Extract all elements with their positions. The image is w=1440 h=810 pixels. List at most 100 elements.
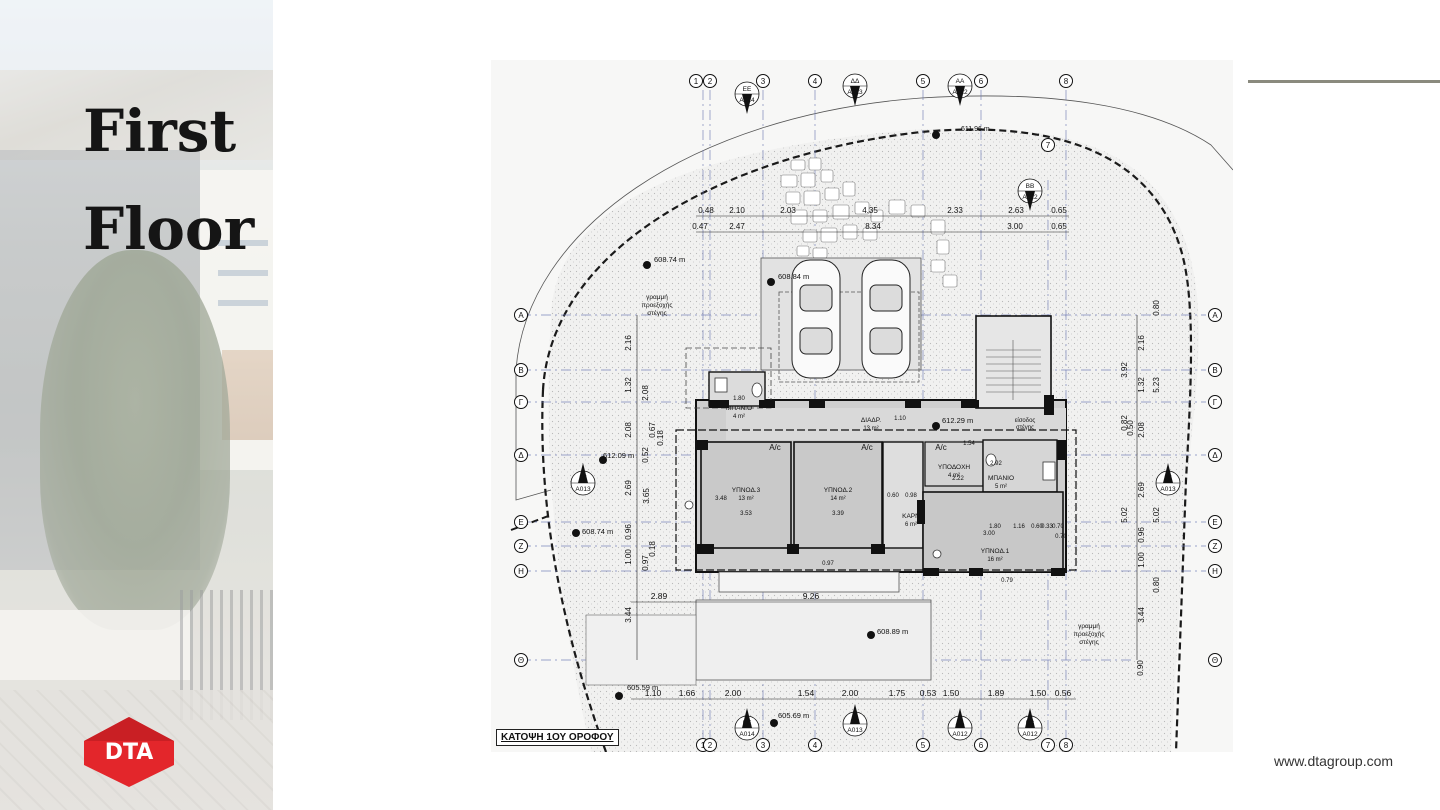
dta-logo: DTA (84, 717, 174, 787)
svg-text:6: 6 (979, 77, 984, 86)
svg-text:Γ: Γ (519, 398, 524, 407)
dim-top-row1: 2.63 (1008, 206, 1024, 215)
room-area: 16 m² (987, 557, 1002, 563)
level-label-hall: 612.29 m (942, 416, 973, 425)
dim-interior: 3.48 (715, 496, 727, 502)
grid-bubble-right-B: B (1208, 363, 1222, 377)
svg-text:2: 2 (708, 77, 713, 86)
dim-right: 3.92 (1120, 362, 1129, 378)
svg-text:8: 8 (1064, 741, 1069, 750)
dim-interior: 0.97 (822, 561, 834, 567)
grid-bubble-left-H: H (514, 564, 528, 578)
grid-bubble-left-E: E (514, 515, 528, 529)
dim-left: 2.08 (641, 385, 650, 401)
svg-text:2: 2 (708, 741, 713, 750)
svg-text:BB: BB (1026, 720, 1035, 727)
grid-bubble-top-3: 3 (756, 74, 770, 88)
grid-bubble-left-Z: Z (514, 539, 528, 553)
svg-text:4: 4 (813, 741, 818, 750)
grid-bubble-bottom-3: 3 (756, 738, 770, 752)
dim-right: 0.50 (1126, 420, 1135, 436)
grid-bubble-right-E: E (1208, 515, 1222, 529)
slide-title-line1: First (83, 97, 237, 165)
grid-bubble-left-Θ: Θ (514, 653, 528, 667)
svg-text:7: 7 (1046, 741, 1051, 750)
svg-text:A013: A013 (847, 89, 863, 96)
svg-text:EE: EE (743, 720, 752, 727)
grid-bubble-top-5: 5 (916, 74, 930, 88)
website-link[interactable]: www.dtagroup.com (1274, 753, 1394, 769)
grid-bubble-top-8: 8 (1059, 74, 1073, 88)
grid-bubble-bottom-8: 8 (1059, 738, 1073, 752)
dim-top-row2: 8.34 (865, 222, 881, 231)
dim-interior: 0.60 (1031, 524, 1043, 530)
svg-text:H: H (1212, 567, 1218, 576)
dim-top-row1: 4.35 (862, 206, 878, 215)
dim-interior: 3.00 (983, 531, 995, 537)
svg-text:A013: A013 (847, 727, 863, 734)
svg-text:A012: A012 (1022, 731, 1038, 738)
ac-label: A/c (935, 443, 947, 452)
room-area: 5 m² (995, 484, 1007, 490)
grid-bubble-bottom-6: 6 (974, 738, 988, 752)
tree-image (40, 250, 230, 630)
svg-text:ΔΔ: ΔΔ (851, 716, 860, 723)
grid-bubble-left-Γ: Γ (514, 395, 528, 409)
dim-interior: 0.98 (905, 493, 917, 499)
dim-top-row2: 2.47 (729, 222, 745, 231)
svg-text:Z: Z (519, 542, 524, 551)
dim-top-row2: 0.47 (692, 222, 708, 231)
svg-text:ΓΓ: ΓΓ (579, 475, 587, 482)
dim-right: 1.00 (1137, 552, 1146, 568)
svg-text:A: A (1212, 311, 1218, 320)
level-label-nw: 608.74 m (654, 255, 685, 264)
dim-left: 0.96 (624, 524, 633, 540)
dim-bottom: 2.00 (725, 688, 742, 698)
dim-right: 1.32 (1137, 377, 1146, 393)
dim-top-row1: 2.03 (780, 206, 796, 215)
grid-bubble-bottom-5: 5 (916, 738, 930, 752)
slide-title-line2: Floor (83, 195, 255, 263)
dim-top-row1: 0.48 (698, 206, 714, 215)
svg-text:B: B (1212, 366, 1217, 375)
plan-caption: ΚΑΤΟΨΗ 1ΟΥ ΟΡΟΦΟΥ (496, 729, 619, 746)
dim-right: 0.90 (1136, 660, 1145, 676)
svg-text:DTA: DTA (105, 740, 154, 765)
dim-right: 0.80 (1152, 577, 1161, 593)
level-label-top: 611.96 m (961, 126, 990, 133)
grid-bubble-top-7: 7 (1041, 138, 1055, 152)
grid-bubble-right-Θ: Θ (1208, 653, 1222, 667)
grid-bubble-right-H: H (1208, 564, 1222, 578)
room-name: ΥΠΟΔΟΧΗ (938, 464, 971, 471)
room-area: 13 m² (863, 426, 878, 432)
room-name: ΜΠΑΝΙΟ (988, 475, 1014, 482)
level-label-bottom-left: 605.59 m (627, 683, 658, 692)
entrance-label: είσοδος (1015, 418, 1036, 424)
grid-bubble-top-2: 2 (703, 74, 717, 88)
svg-text:6: 6 (979, 741, 984, 750)
dim-right: 2.16 (1137, 335, 1146, 351)
svg-text:Θ: Θ (1212, 656, 1218, 665)
svg-text:4: 4 (813, 77, 818, 86)
grid-bubble-right-Δ: Δ (1208, 448, 1222, 462)
dim-left: 1.00 (624, 549, 633, 565)
entrance-label: στέγης (1016, 424, 1034, 431)
dim-interior: 1.16 (1013, 524, 1025, 530)
room-name: ΥΠΝΟΔ.1 (981, 548, 1010, 555)
grid-bubble-bottom-4: 4 (808, 738, 822, 752)
ac-label: A/c (861, 443, 873, 452)
dim-bottom: 0.53 (920, 688, 937, 698)
dim-right: 0.96 (1137, 527, 1146, 543)
svg-text:AA: AA (956, 720, 965, 727)
svg-text:A: A (518, 311, 524, 320)
dim-left: 3.65 (642, 488, 651, 504)
dim-interior: 0.60 (887, 493, 899, 499)
background-photo-panel (0, 0, 273, 810)
svg-text:Θ: Θ (518, 656, 524, 665)
svg-text:3: 3 (761, 741, 766, 750)
